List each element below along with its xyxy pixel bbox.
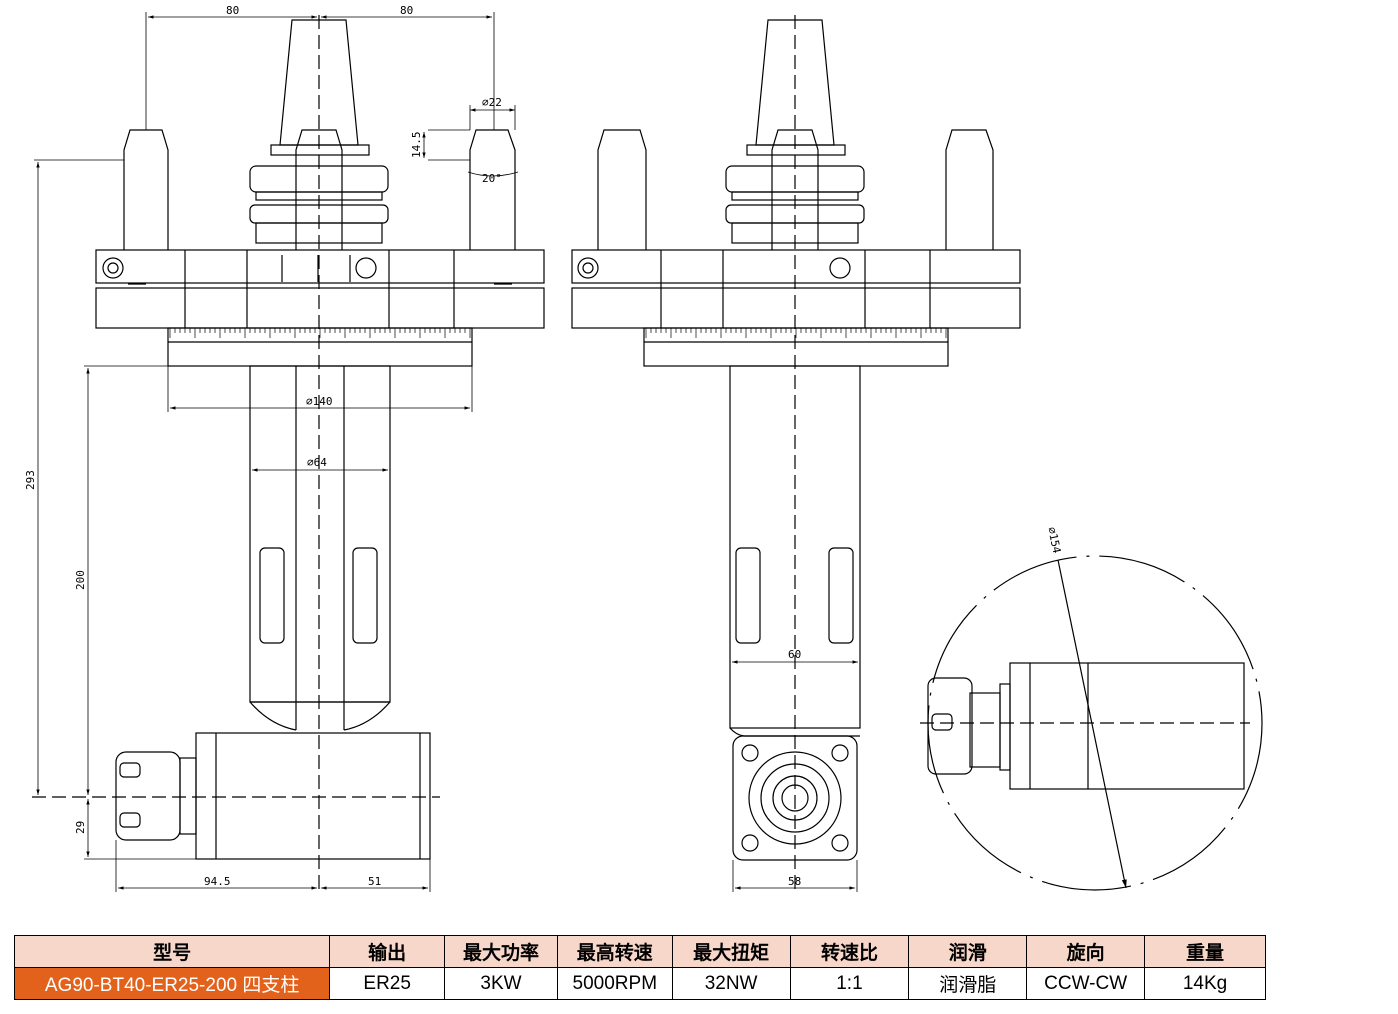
collet-nut [115, 751, 181, 841]
bolt-hole [102, 257, 124, 279]
dimensions [34, 12, 858, 892]
dimension-labels: 80 80 ⌀22 14.5 20° 293 200 29 ⌀140 ⌀64 9… [24, 4, 1063, 888]
stud [123, 129, 169, 250]
dim-80-right: 80 [400, 4, 413, 17]
dim-d64: ⌀64 [307, 456, 327, 469]
header-weight: 重量 [1144, 935, 1266, 968]
scale-ticks [169, 328, 947, 338]
cell-max-speed: 5000RPM [556, 967, 673, 1000]
cell-lubrication: 润滑脂 [908, 967, 1028, 1000]
bolt-hole [355, 257, 377, 279]
dim-58: 58 [788, 875, 801, 888]
technical-drawing: 80 80 ⌀22 14.5 20° 293 200 29 ⌀140 ⌀64 9… [24, 4, 1263, 892]
header-model: 型号 [13, 935, 331, 968]
cell-max-torque: 32NW [671, 967, 791, 1000]
stud [469, 129, 516, 250]
dim-29: 29 [74, 821, 87, 834]
cell-output: ER25 [329, 967, 446, 1000]
dim-200: 200 [74, 570, 87, 590]
dim-14-5: 14.5 [410, 132, 423, 159]
dim-angle-20: 20° [482, 172, 502, 185]
header-max-power: 最大功率 [444, 935, 558, 968]
dim-51: 51 [368, 875, 381, 888]
dim-d140: ⌀140 [306, 395, 333, 408]
table-row: AG90-BT40-ER25-200 四支柱 ER25 3KW 5000RPM … [13, 967, 1266, 1000]
header-output: 输出 [329, 935, 446, 968]
dim-293: 293 [24, 470, 37, 490]
dim-d154: ⌀154 [1045, 526, 1063, 555]
spec-table: 型号 输出 最大功率 最高转速 最大扭矩 转速比 润滑 旋向 重量 AG90-B… [13, 935, 1266, 1000]
dim-94-5: 94.5 [204, 875, 231, 888]
header-max-speed: 最高转速 [556, 935, 673, 968]
header-rotation: 旋向 [1026, 935, 1146, 968]
cell-max-power: 3KW [444, 967, 558, 1000]
table-header-row: 型号 输出 最大功率 最高转速 最大扭矩 转速比 润滑 旋向 重量 [13, 935, 1266, 968]
header-ratio: 转速比 [789, 935, 910, 968]
dim-80-left: 80 [226, 4, 239, 17]
dim-d22: ⌀22 [482, 96, 502, 109]
cell-ratio: 1:1 [789, 967, 910, 1000]
side-view [571, 15, 1021, 890]
swing-circle-view [920, 555, 1263, 891]
dim-60: 60 [788, 648, 801, 661]
cell-rotation: CCW-CW [1026, 967, 1146, 1000]
front-view [32, 15, 545, 890]
header-lubrication: 润滑 [908, 935, 1028, 968]
stud [295, 129, 343, 250]
header-max-torque: 最大扭矩 [671, 935, 791, 968]
cell-weight: 14Kg [1144, 967, 1266, 1000]
cell-model: AG90-BT40-ER25-200 四支柱 [13, 967, 331, 1000]
